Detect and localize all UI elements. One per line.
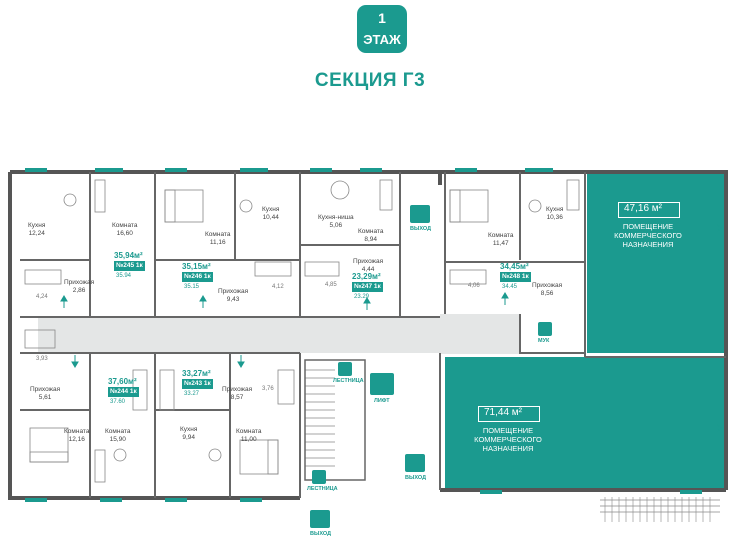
room-area: 4,12: [272, 284, 284, 290]
commercial-area: 47,16 м²: [624, 203, 663, 214]
exit-label: ВЫХОД: [410, 226, 432, 232]
wc-icon: [538, 322, 552, 336]
stairs-label: ЛЕСТНИЦА: [307, 486, 338, 492]
apartment-sub: 34.45: [502, 284, 518, 290]
apartment-number[interactable]: №244 1к: [108, 387, 139, 397]
exit-icon: [405, 454, 425, 472]
stairs-icon: [312, 470, 326, 484]
exit-label: ВЫХОД: [405, 475, 427, 481]
commercial-area-box: [618, 202, 680, 218]
apartment-sub: 35.15: [184, 284, 200, 290]
exit-icon: [410, 205, 430, 223]
lift-label: ЛИФТ: [374, 398, 390, 404]
stairs-label: ЛЕСТНИЦА: [333, 378, 364, 384]
apartment-area: 33,27м²: [182, 369, 211, 378]
room-area: 4,85: [325, 282, 337, 288]
apartment-sub: 33.27: [184, 391, 200, 397]
apartment-sub: 35.94: [116, 273, 132, 279]
commercial-fill-bottom2: [584, 357, 726, 490]
wc-label: МУК: [538, 338, 550, 344]
floor-label: ЭТАЖ: [363, 32, 401, 47]
apartment-number[interactable]: №247 1к: [352, 282, 383, 292]
apartment-area: 23,29м²: [352, 272, 381, 281]
apartment-sub: 37.60: [110, 399, 126, 405]
corridor-right: [440, 314, 520, 354]
floor-number: 1: [378, 10, 386, 26]
apartment-sub: 23.29: [354, 294, 370, 300]
apartment-number[interactable]: №245 1к: [114, 261, 145, 271]
apartment-area: 37,60м²: [108, 377, 137, 386]
floor-badge: 1 ЭТАЖ: [357, 5, 407, 53]
lift-icon: [370, 373, 394, 395]
commercial-fill-top: [587, 172, 726, 353]
apartment-area: 34,45м²: [500, 262, 529, 271]
section-title: СЕКЦИЯ Г3: [314, 70, 426, 91]
commercial-label: ПОМЕЩЕНИЕ КОММЕРЧЕСКОГО НАЗНАЧЕНИЯ: [474, 426, 542, 453]
commercial-fill-bottom: [445, 357, 584, 490]
corridor: [38, 317, 440, 353]
commercial-area: 71,44 м²: [484, 407, 523, 418]
room-area: 3,93: [36, 356, 48, 362]
stairs-icon: [338, 362, 352, 376]
commercial-label: ПОМЕЩЕНИЕ КОММЕРЧЕСКОГО НАЗНАЧЕНИЯ: [614, 222, 682, 249]
apartment-area: 35,15м²: [182, 262, 211, 271]
exit-label: ВЫХОД: [310, 531, 332, 537]
exit-icon: [310, 510, 330, 528]
room-area: 4,24: [36, 294, 48, 300]
commercial-area-box: [478, 406, 540, 422]
apartment-number[interactable]: №243 1к: [182, 379, 213, 389]
apartment-number[interactable]: №246 1к: [182, 272, 213, 282]
room-area: 3,76: [262, 386, 274, 392]
apartment-number[interactable]: №248 1к: [500, 272, 531, 282]
apartment-area: 35,94м²: [114, 251, 143, 260]
room-area: 4,06: [468, 283, 480, 289]
